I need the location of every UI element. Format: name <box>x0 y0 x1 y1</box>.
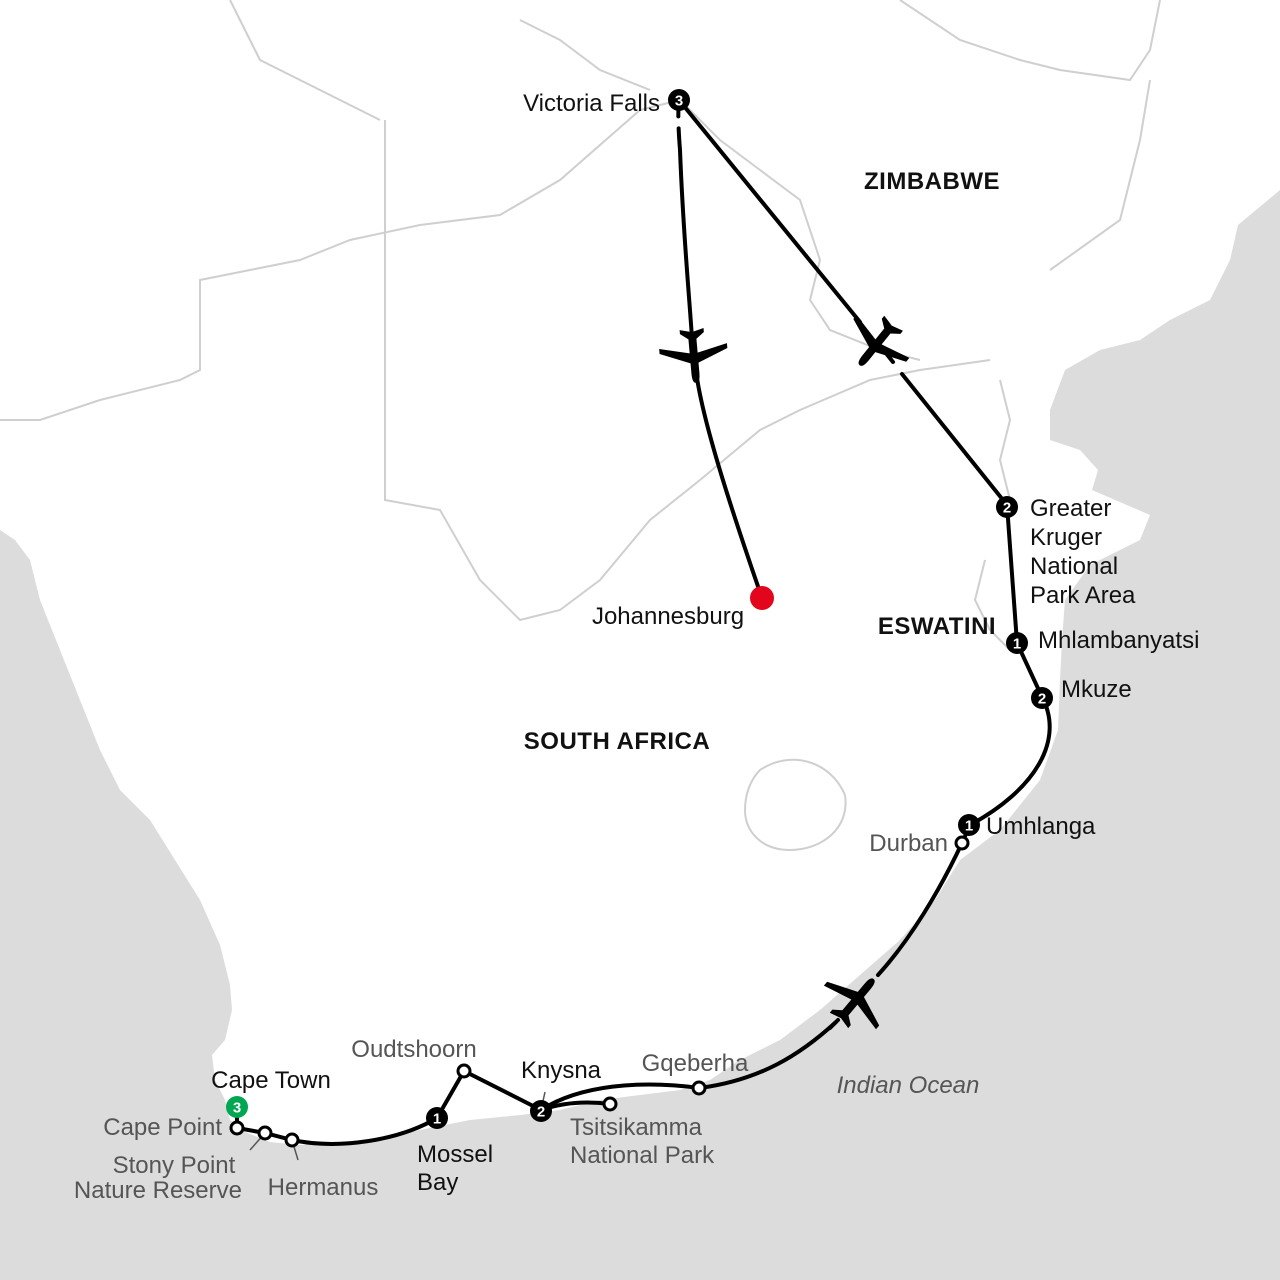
ocean-label: Indian Ocean <box>837 1072 980 1099</box>
label-victoria-falls: Victoria Falls <box>523 90 660 117</box>
waypoint-hermanus <box>284 1132 300 1148</box>
svg-text:2: 2 <box>1038 691 1046 708</box>
stop-greater-kruger: 2 <box>996 496 1018 518</box>
label-stony-point: Stony Point Nature Reserve <box>74 1152 242 1204</box>
label-gqeberha: Gqeberha <box>642 1050 749 1077</box>
land-mass <box>0 0 1280 1145</box>
label-johannesburg: Johannesburg <box>592 603 744 630</box>
label-umhlanga: Umhlanga <box>986 813 1096 840</box>
svg-text:1: 1 <box>1013 636 1021 653</box>
start-marker <box>750 586 774 610</box>
label-cape-town: Cape Town <box>211 1067 331 1094</box>
label-mkuze: Mkuze <box>1061 676 1132 703</box>
svg-text:1: 1 <box>965 818 973 835</box>
stop-victoria-falls: 3 <box>668 89 690 111</box>
stop-umhlanga: 1 <box>958 814 980 836</box>
route-flight-jnb-vfa <box>695 376 764 600</box>
route-flight-vfa-kruger <box>677 98 862 324</box>
route-flight-dur-gqe <box>876 841 964 977</box>
svg-text:1: 1 <box>433 1111 441 1128</box>
label-durban: Durban <box>869 830 948 857</box>
stop-knysna: 2 <box>530 1100 552 1122</box>
label-knysna: Knysna <box>521 1057 602 1084</box>
airplane-icon <box>853 315 910 366</box>
label-cape-point: Cape Point <box>103 1114 222 1141</box>
svg-text:2: 2 <box>537 1104 545 1121</box>
label-oudtshoorn: Oudtshoorn <box>351 1036 476 1063</box>
waypoint-tsitsikamma <box>602 1096 618 1112</box>
airplane-icon <box>823 978 880 1030</box>
waypoint-markers <box>229 835 970 1148</box>
airplane-icon <box>659 328 728 383</box>
stop-cape-town: 3 <box>226 1096 248 1118</box>
stop-mhlambanyatsi: 1 <box>1006 632 1028 654</box>
country-label-south-africa: SOUTH AFRICA <box>524 728 710 755</box>
waypoint-oudtshoorn <box>456 1063 472 1079</box>
label-greater-kruger: Greater Kruger National Park Area <box>1030 495 1136 609</box>
svg-text:3: 3 <box>233 1100 241 1117</box>
stop-mossel-bay: 1 <box>426 1107 448 1129</box>
label-mhlambanyatsi: Mhlambanyatsi <box>1038 627 1199 654</box>
label-mossel-bay: Mossel Bay <box>417 1141 500 1196</box>
waypoint-cape-point <box>229 1120 245 1136</box>
country-label-eswatini: ESWATINI <box>878 613 996 640</box>
country-label-zimbabwe: ZIMBABWE <box>864 168 1000 195</box>
label-tsitsikamma: Tsitsikamma National Park <box>570 1114 715 1169</box>
waypoint-gqeberha <box>691 1080 707 1096</box>
svg-text:2: 2 <box>1003 500 1011 517</box>
country-borders <box>0 0 1161 852</box>
waypoint-stony-point <box>257 1125 273 1141</box>
svg-text:3: 3 <box>675 93 683 110</box>
label-hermanus: Hermanus <box>268 1174 379 1201</box>
stop-mkuze: 2 <box>1031 687 1053 709</box>
waypoint-durban <box>954 835 970 851</box>
